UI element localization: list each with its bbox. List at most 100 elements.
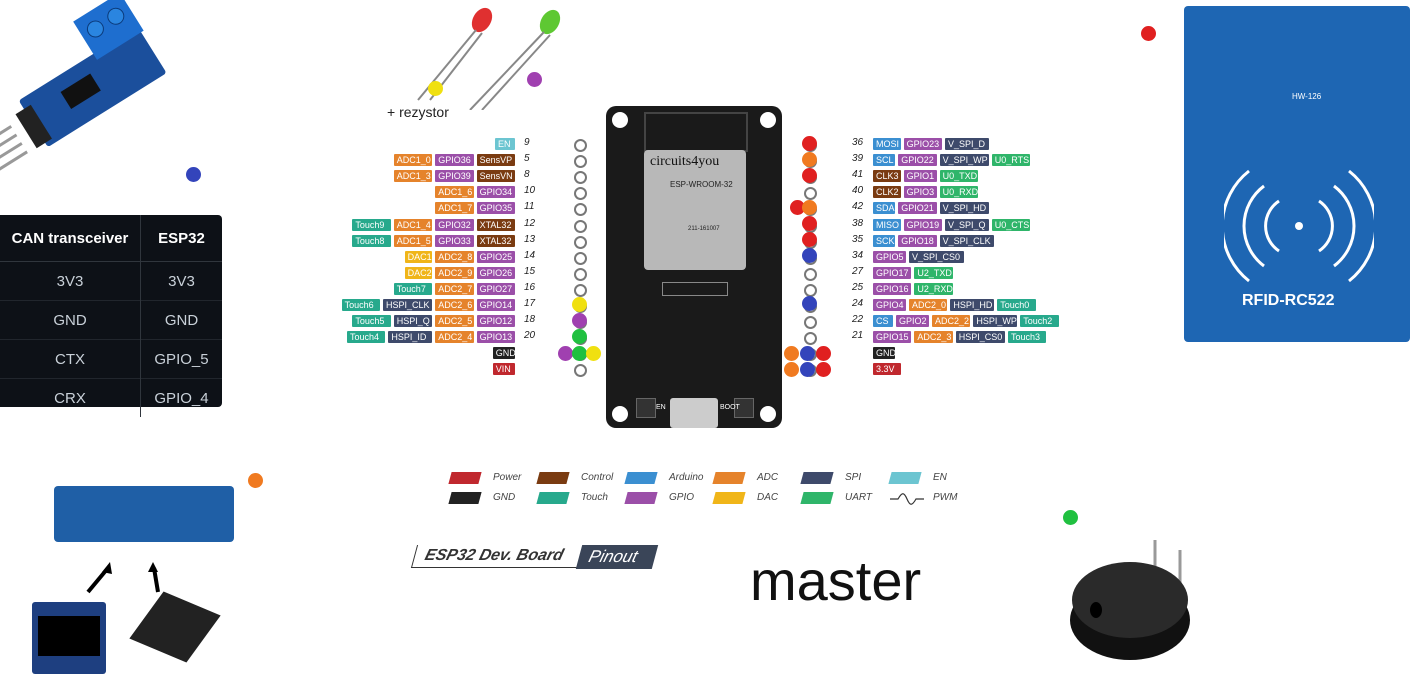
connection-dot — [802, 232, 817, 247]
legend-swatch — [888, 472, 922, 484]
connection-dot — [784, 362, 799, 377]
pin-label: HSPI_Q — [393, 315, 433, 328]
pin-number: 39 — [852, 153, 864, 165]
pin-label: GPIO14 — [476, 299, 515, 311]
pin-label: GPIO39 — [435, 170, 474, 183]
pinout-banner: ESP32 Dev. Board Pinout — [410, 545, 659, 569]
pin-label: ADC2_3 — [914, 331, 953, 344]
connection-dot — [800, 362, 815, 377]
pin-label: GPIO17 — [873, 266, 912, 279]
pin-label: Touch3 — [1008, 331, 1047, 344]
connection-dot — [802, 248, 817, 263]
legend-swatch — [624, 492, 658, 504]
pin-number: 16 — [524, 281, 536, 293]
pin-label: GPIO5 — [873, 250, 906, 263]
banner-right: Pinout — [575, 545, 659, 569]
legend-swatch — [800, 492, 834, 504]
pin-label: U2_TXD — [914, 266, 953, 279]
table-header-row: CAN transceiver ESP32 — [0, 215, 222, 262]
pin-label: GPIO4 — [873, 299, 906, 311]
pin-number: 40 — [852, 185, 864, 197]
pin-number: 13 — [524, 233, 536, 245]
pin-hole — [574, 187, 587, 201]
pin-number: 20 — [524, 330, 536, 342]
pin-hole — [574, 364, 587, 378]
pin-label: GPIO3 — [903, 186, 937, 199]
pin-label: GPIO22 — [898, 154, 937, 167]
master-label: master — [750, 549, 922, 612]
pin-label: XTAL32 — [476, 234, 515, 247]
rfid-module-image: HW-126 RFID-RC522 — [1184, 6, 1410, 342]
en-button[interactable] — [636, 398, 656, 418]
table-cell: CTX — [0, 339, 141, 379]
marker-dot — [248, 473, 263, 488]
mount-hole — [612, 406, 628, 422]
pin-label: ADC1_4 — [393, 218, 433, 231]
pin-number: 8 — [524, 169, 530, 181]
marker-dot — [1141, 26, 1156, 41]
legend-label: PWM — [933, 492, 958, 503]
pin-label: ADC2_7 — [435, 282, 474, 295]
pin-hole — [574, 155, 587, 169]
pin-label: ADC2_0 — [909, 299, 948, 311]
pin-label: 3.3V — [873, 363, 901, 376]
legend-label: SPI — [845, 472, 862, 483]
table-cell: GND — [0, 300, 141, 340]
pin-label: Touch0 — [997, 299, 1036, 311]
legend-label: Touch — [581, 492, 608, 503]
marker-dot — [1063, 510, 1078, 525]
oled-screen — [38, 616, 100, 656]
pin-number: 17 — [524, 298, 536, 309]
pin-label: XTAL32 — [476, 218, 515, 231]
pin-label: GPIO32 — [435, 218, 474, 231]
pin-number: 38 — [852, 217, 864, 229]
connection-dot — [572, 313, 587, 328]
pin-label: ADC2_6 — [435, 299, 474, 311]
pin-label: Touch2 — [1020, 315, 1059, 328]
connection-dot — [572, 297, 587, 312]
pin-hole — [804, 283, 817, 297]
pin-label: HSPI_WP — [973, 315, 1018, 328]
mount-hole — [612, 112, 628, 128]
pin-label: ADC2_8 — [435, 250, 474, 263]
pin-number: 10 — [524, 185, 536, 197]
pin-number: 5 — [524, 153, 530, 165]
pin-label: SCL — [873, 154, 896, 167]
pin-label: GPIO2 — [896, 315, 929, 328]
pin-label: GPIO23 — [903, 138, 942, 150]
connection-dot — [790, 200, 805, 215]
pin-label: ADC1_7 — [435, 202, 474, 215]
pin-number: 11 — [524, 201, 535, 213]
pin-hole — [804, 316, 817, 330]
boot-button[interactable] — [734, 398, 754, 418]
pin-label: ADC1_6 — [435, 186, 474, 199]
pin-label: V_SPI_HD — [939, 202, 989, 215]
pin-hole — [574, 171, 587, 185]
pin-label: GPIO16 — [873, 282, 912, 295]
pin-hole — [804, 332, 817, 346]
legend-label: EN — [933, 472, 947, 483]
pin-number: 14 — [524, 249, 536, 261]
mount-hole — [760, 112, 776, 128]
pin-label: U0_CTS — [991, 218, 1031, 231]
resistor-caption: + rezystor — [387, 104, 449, 120]
fcc-label: 211-161007 — [688, 226, 720, 232]
pin-label: U0_RXD — [939, 186, 978, 199]
pin-number: 42 — [852, 201, 864, 213]
pin-number: 25 — [852, 281, 864, 293]
pin-label: V_SPI_Q — [945, 218, 989, 231]
pin-number: 36 — [852, 137, 864, 148]
pin-number: 21 — [852, 330, 864, 342]
legend-swatch — [624, 472, 658, 484]
pin-label: CS — [873, 315, 893, 328]
pin-label: MISO — [873, 218, 901, 231]
can-module-image — [0, 0, 190, 205]
pin-label: ADC1_0 — [393, 154, 433, 167]
marker-dot — [186, 167, 201, 182]
pin-number: 12 — [524, 217, 536, 229]
legend-label: Arduino — [669, 472, 704, 483]
pin-label: V_SPI_CS0 — [909, 250, 964, 263]
antenna — [644, 112, 748, 152]
